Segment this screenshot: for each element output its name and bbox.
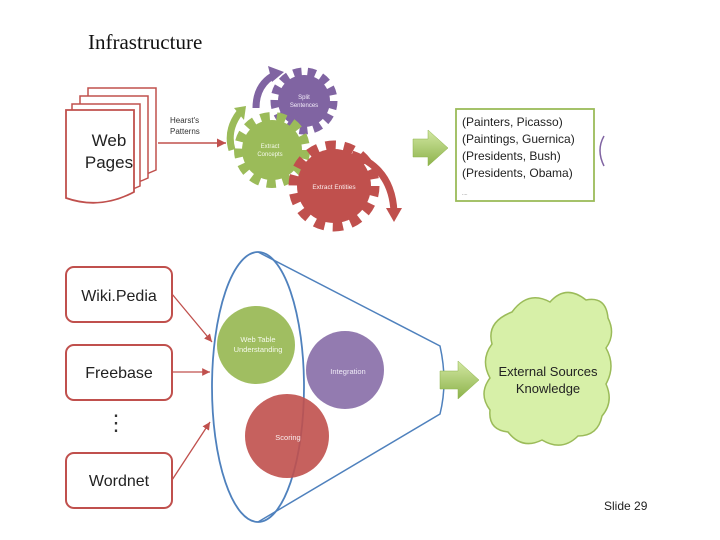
extracted-pair: (Presidents, Bush) — [462, 149, 561, 163]
process-curve-arrowhead-green — [234, 106, 246, 120]
source-box-freebase: Freebase — [65, 344, 173, 401]
circle-understanding-label-line2: Understanding — [234, 345, 283, 354]
source-label-freebase: Freebase — [85, 365, 153, 382]
source-label-wordnet: Wordnet — [89, 473, 150, 490]
extracted-pair: (Painters, Picasso) — [462, 115, 563, 129]
web-pages-label-line2: Pages — [85, 153, 133, 172]
circle-scoring — [245, 394, 329, 478]
circle-web-table-understanding — [217, 306, 295, 384]
patterns-label-line2: Patterns — [170, 127, 200, 136]
source-box-wordnet: Wordnet — [65, 452, 173, 509]
process-curve-arrowhead-purple — [268, 66, 284, 82]
gear-extract-entities: Extract Entities — [288, 140, 380, 232]
extracted-pairs-box — [455, 108, 595, 202]
circle-integration-label: Integration — [330, 367, 365, 376]
circle-understanding-label-line1: Web Table — [240, 335, 275, 344]
web-pages-label-line1: Web — [92, 131, 127, 150]
gear-concepts-label-line2: Concepts — [257, 152, 282, 158]
cloud-label-line1: External Sources — [499, 364, 598, 379]
gear-split-sentences: Split Sentences — [270, 67, 338, 135]
sources-ellipsis: ⋮ — [105, 410, 127, 435]
extracted-pair: (Presidents, Obama) — [462, 166, 573, 180]
slide-title: Infrastructure — [88, 30, 203, 54]
gear-split-label-line2: Sentences — [290, 103, 318, 109]
output-arrow — [412, 129, 449, 167]
slide-number: Slide 29 — [604, 499, 648, 513]
process-curve-arrowhead-red — [386, 208, 402, 222]
extracted-pair: (Paintings, Guernica) — [462, 132, 575, 146]
web-pages-stack: Web Pages — [65, 87, 157, 204]
circle-scoring-label: Scoring — [275, 433, 300, 442]
source-label-wikipedia: Wiki.Pedia — [81, 288, 157, 305]
patterns-label-line1: Hearst's — [170, 116, 199, 125]
circle-integration — [306, 331, 384, 409]
gear-entities-label: Extract Entities — [312, 184, 356, 191]
gear-concepts-label-line1: Extract — [261, 144, 280, 150]
gear-split-label-line1: Split — [298, 95, 310, 101]
extracted-pairs-ellipsis: .... — [462, 191, 468, 197]
external-knowledge-cloud: External Sources Knowledge — [483, 291, 613, 446]
cropped-bracket-shape — [599, 135, 605, 167]
source-arrow-wordnet — [171, 421, 211, 481]
knowledge-arrow — [439, 360, 480, 400]
source-arrow-wikipedia — [171, 293, 213, 343]
source-box-wikipedia: Wiki.Pedia — [65, 266, 173, 323]
cloud-label-line2: Knowledge — [516, 381, 580, 396]
process-curve-arrow-green — [226, 109, 243, 152]
gear-extract-concepts: Extract Concepts — [234, 112, 310, 188]
